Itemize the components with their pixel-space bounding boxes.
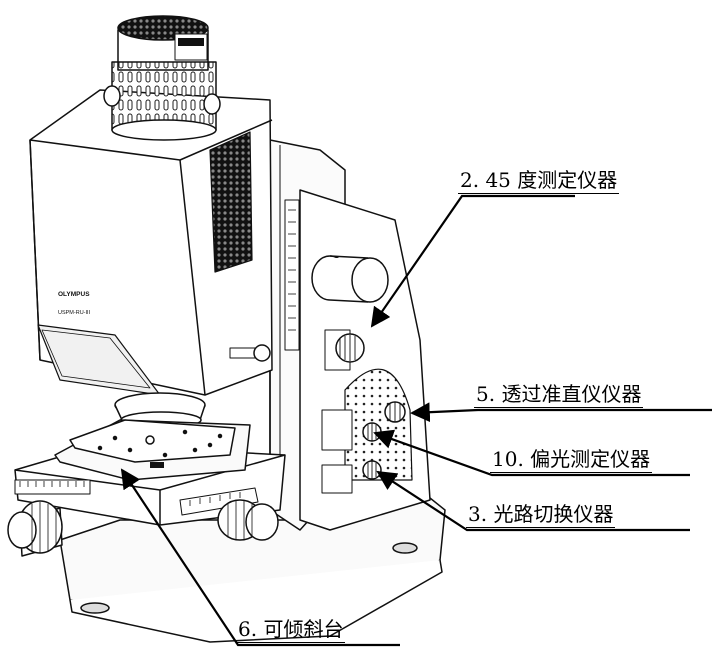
stage-knob-right: [217, 499, 279, 541]
model-label: USPM-RU-III: [58, 310, 91, 316]
callout-45deg-label: 2. 45 度测定仪器: [458, 168, 620, 194]
leader-optical-path: [376, 470, 690, 532]
45deg-unit: [311, 255, 389, 363]
head-housing: [29, 89, 273, 396]
leader-tilt-stage: [120, 468, 400, 647]
lamp-housing: [103, 15, 221, 141]
collimator-knob: [384, 401, 406, 423]
callout-optical-path-label: 3. 光路切换仪器: [466, 502, 616, 528]
callout-collimator-label: 5. 透过准直仪仪器: [474, 382, 644, 408]
leader-collimator: [410, 402, 712, 423]
leader-polarizer: [373, 429, 690, 477]
tilt-stage: [14, 419, 286, 526]
polarizer-knob: [362, 422, 382, 442]
leader-45deg: [370, 194, 575, 328]
optical-path-knob: [362, 460, 382, 480]
stage-knob-left: [7, 500, 63, 557]
callout-polarizer-label: 10. 偏光测定仪器: [490, 447, 653, 473]
brand-label: OLYMPUS: [58, 291, 90, 298]
callout-tilt-stage-label: 6. 可倾斜台: [236, 617, 346, 643]
